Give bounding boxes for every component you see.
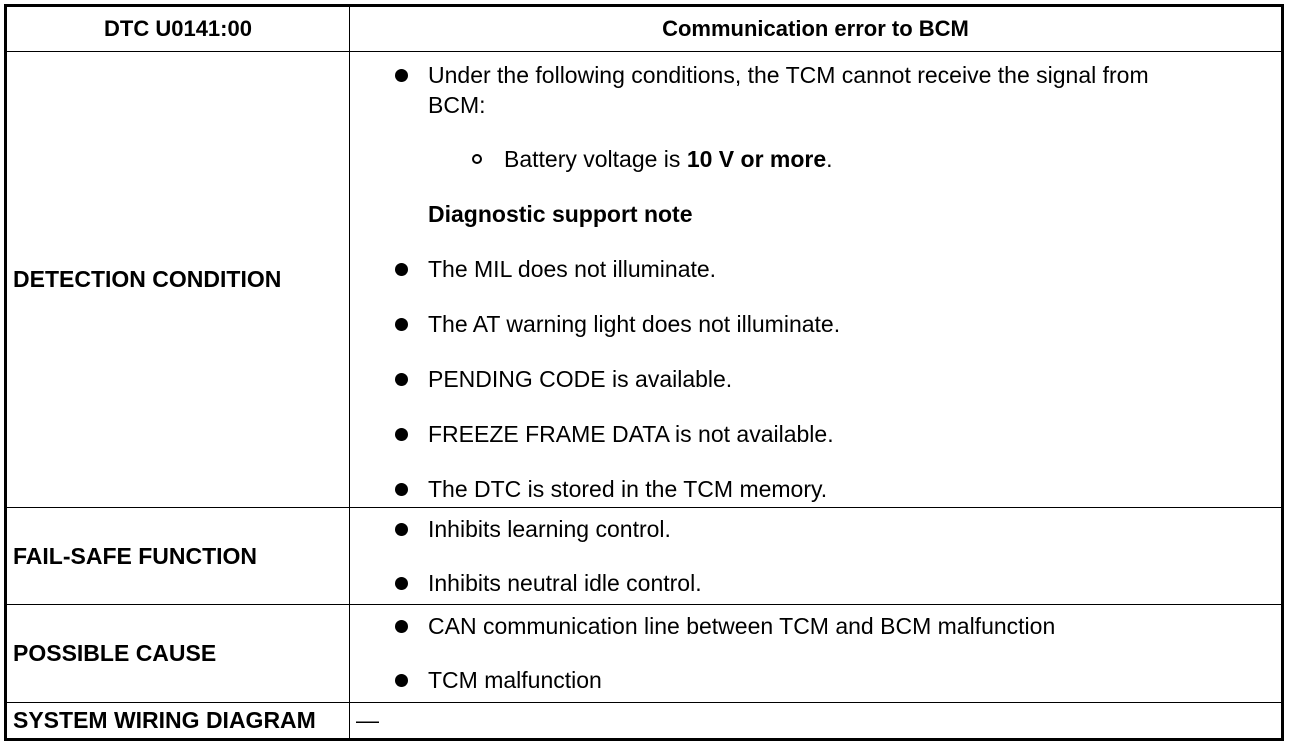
sub-bold-value: 10 V or more <box>686 146 827 172</box>
wiring-label: SYSTEM WIRING DIAGRAM <box>13 707 316 733</box>
bullet-icon <box>395 483 408 496</box>
wiring-row: SYSTEM WIRING DIAGRAM — <box>7 702 1281 739</box>
bullet-icon <box>395 373 408 386</box>
detection-intro-line2: BCM: <box>428 92 486 118</box>
failsafe-label: FAIL-SAFE FUNCTION <box>13 543 258 569</box>
bullet-icon <box>395 263 408 276</box>
bullet-icon <box>395 620 408 633</box>
detection-row: DETECTION CONDITION Under the following … <box>7 51 1281 508</box>
cause-label: POSSIBLE CAUSE <box>13 640 217 666</box>
detection-item: The DTC is stored in the TCM memory. <box>428 476 828 502</box>
failsafe-item: Inhibits learning control. <box>428 516 671 542</box>
failsafe-item: Inhibits neutral idle control. <box>428 570 702 596</box>
dtc-table: DTC U0141:00 Communication error to BCM … <box>4 4 1284 741</box>
cause-item: CAN communication line between TCM and B… <box>428 613 1056 639</box>
detection-item: PENDING CODE is available. <box>428 366 733 392</box>
bullet-icon <box>395 674 408 687</box>
detection-item: FREEZE FRAME DATA is not available. <box>428 421 834 447</box>
detection-item: The AT warning light does not illuminate… <box>428 311 841 337</box>
sub-prefix: Battery voltage is <box>504 146 687 172</box>
bullet-icon <box>395 523 408 536</box>
dtc-title: Communication error to BCM <box>662 16 969 41</box>
header-row: DTC U0141:00 Communication error to BCM <box>7 7 1281 51</box>
cause-row: POSSIBLE CAUSE CAN communication line be… <box>7 604 1281 703</box>
note-heading: Diagnostic support note <box>428 201 693 227</box>
bullet-icon <box>395 577 408 590</box>
detection-label: DETECTION CONDITION <box>13 266 282 292</box>
sub-suffix: . <box>826 146 833 172</box>
detection-item: The MIL does not illuminate. <box>428 256 717 282</box>
cause-item: TCM malfunction <box>428 667 602 693</box>
failsafe-row: FAIL-SAFE FUNCTION Inhibits learning con… <box>7 507 1281 605</box>
dtc-code: DTC U0141:00 <box>104 16 252 41</box>
bullet-icon <box>395 428 408 441</box>
open-bullet-icon <box>472 154 482 164</box>
wiring-value: — <box>356 707 379 733</box>
bullet-icon <box>395 318 408 331</box>
column-divider <box>349 7 350 738</box>
detection-intro-line1: Under the following conditions, the TCM … <box>428 62 1149 88</box>
detection-sub-condition: Battery voltage is 10 V or more. <box>504 145 833 173</box>
bullet-icon <box>395 69 408 82</box>
